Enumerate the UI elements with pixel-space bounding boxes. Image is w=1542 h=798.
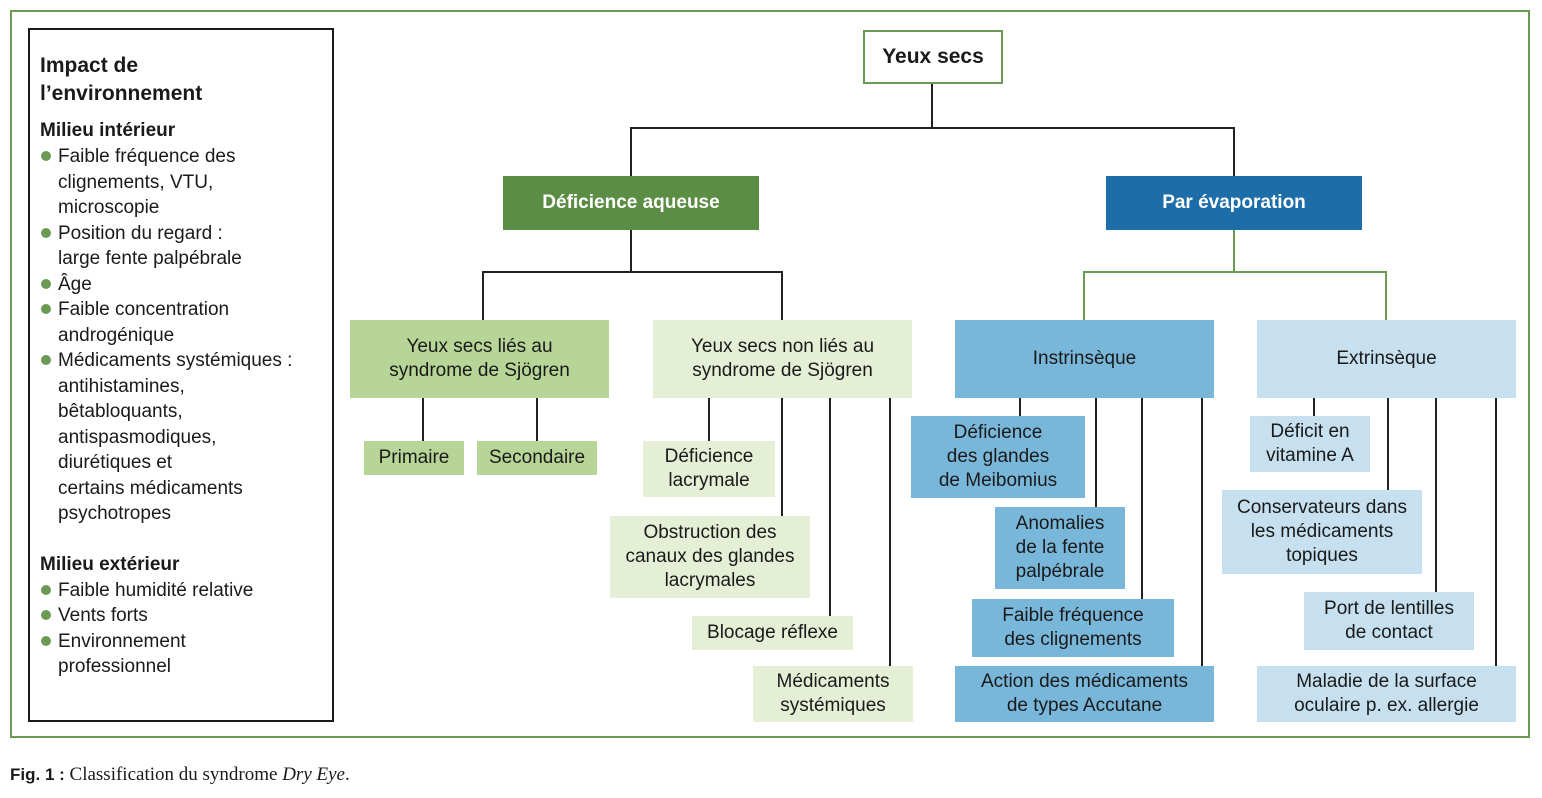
milieu-exterieur-title: Milieu extérieur bbox=[40, 553, 180, 575]
node-medicaments-systemiques: Médicaments systémiques bbox=[753, 666, 913, 722]
caption-end: . bbox=[344, 764, 350, 785]
list-item: Faible humidité relative bbox=[40, 578, 324, 604]
node-obstruction-canaux: Obstruction des canaux des glandes lacry… bbox=[610, 516, 810, 598]
figure-label: Fig. 1 : bbox=[10, 765, 65, 784]
node-par-evaporation: Par évaporation bbox=[1106, 176, 1362, 230]
node-yeux-secs: Yeux secs bbox=[863, 30, 1003, 84]
node-non-sjogren: Yeux secs non liés au syndrome de Sjögre… bbox=[653, 320, 912, 398]
node-accutane: Action des médicaments de types Accutane bbox=[955, 666, 1214, 722]
list-item: Environnement professionnel bbox=[40, 629, 324, 680]
node-fente-palpebrale: Anomalies de la fente palpébrale bbox=[995, 507, 1125, 589]
milieu-interieur-list: Faible fréquence des clignements, VTU, m… bbox=[40, 144, 324, 527]
list-item: Âge bbox=[40, 272, 324, 298]
caption-italic: Dry Eye bbox=[282, 764, 345, 785]
node-vitamine-a: Déficit en vitamine A bbox=[1250, 416, 1370, 472]
node-lentilles: Port de lentilles de contact bbox=[1304, 592, 1474, 650]
environment-title: Impact de l’environnement bbox=[40, 54, 203, 105]
figure-caption: Fig. 1 : Classification du syndrome Dry … bbox=[10, 764, 350, 786]
node-deficience-lacrymale: Déficience lacrymale bbox=[643, 441, 775, 497]
node-blocage-reflexe: Blocage réflexe bbox=[692, 616, 853, 650]
list-item: Faible fréquence des clignements, VTU, m… bbox=[40, 144, 324, 221]
milieu-exterieur-list: Faible humidité relative Vents forts Env… bbox=[40, 578, 324, 680]
environment-panel: Impact de l’environnement Milieu intérie… bbox=[28, 28, 334, 722]
diagram-frame bbox=[10, 10, 1530, 738]
node-sjogren: Yeux secs liés au syndrome de Sjögren bbox=[350, 320, 609, 398]
node-intrinseque: Instrinsèque bbox=[955, 320, 1214, 398]
node-primaire: Primaire bbox=[364, 441, 464, 475]
node-deficience-aqueuse: Déficience aqueuse bbox=[503, 176, 759, 230]
node-meibomius: Déficience des glandes de Meibomius bbox=[911, 416, 1085, 498]
milieu-interieur-title: Milieu intérieur bbox=[40, 120, 176, 141]
list-item: Vents forts bbox=[40, 603, 324, 629]
list-item: Médicaments systémiques : antihistamines… bbox=[40, 348, 324, 527]
node-conservateurs: Conservateurs dans les médicaments topiq… bbox=[1222, 490, 1422, 574]
node-faible-clignements: Faible fréquence des clignements bbox=[972, 599, 1174, 657]
list-item: Faible concentration androgénique bbox=[40, 297, 324, 348]
node-secondaire: Secondaire bbox=[477, 441, 597, 475]
caption-text: Classification du syndrome bbox=[64, 764, 283, 785]
node-extrinseque: Extrinsèque bbox=[1257, 320, 1516, 398]
list-item: Position du regard : large fente palpébr… bbox=[40, 221, 324, 272]
node-surface-oculaire: Maladie de la surface oculaire p. ex. al… bbox=[1257, 666, 1516, 722]
